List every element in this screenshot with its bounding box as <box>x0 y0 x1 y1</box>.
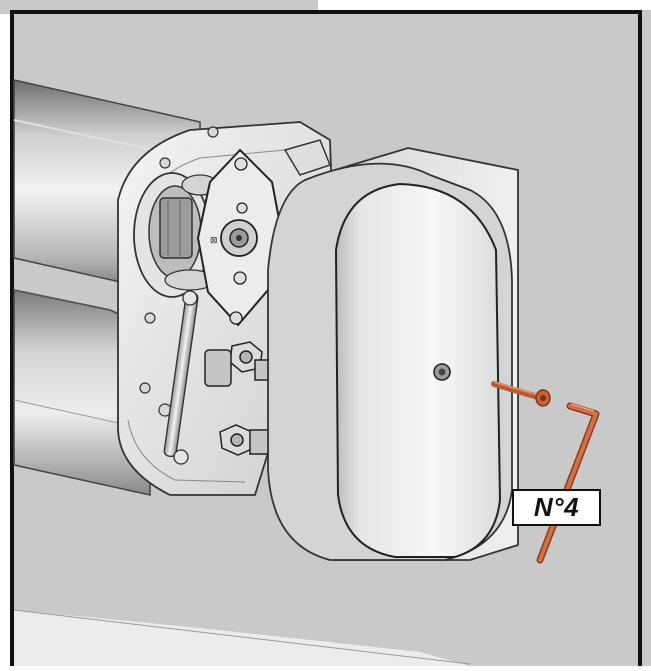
frame-border <box>10 10 642 666</box>
callout-box: N°4 <box>512 489 601 526</box>
limit-rod <box>163 290 199 465</box>
bracket-marking-icon: ⊠ <box>210 236 218 246</box>
socket-head-screw <box>491 381 551 407</box>
end-cap-cover <box>267 147 519 561</box>
hex-nuts <box>204 341 276 456</box>
callout-label: N°4 <box>533 492 580 522</box>
floor-strip <box>13 609 471 666</box>
bearing-bracket: ⊠ <box>196 148 284 327</box>
